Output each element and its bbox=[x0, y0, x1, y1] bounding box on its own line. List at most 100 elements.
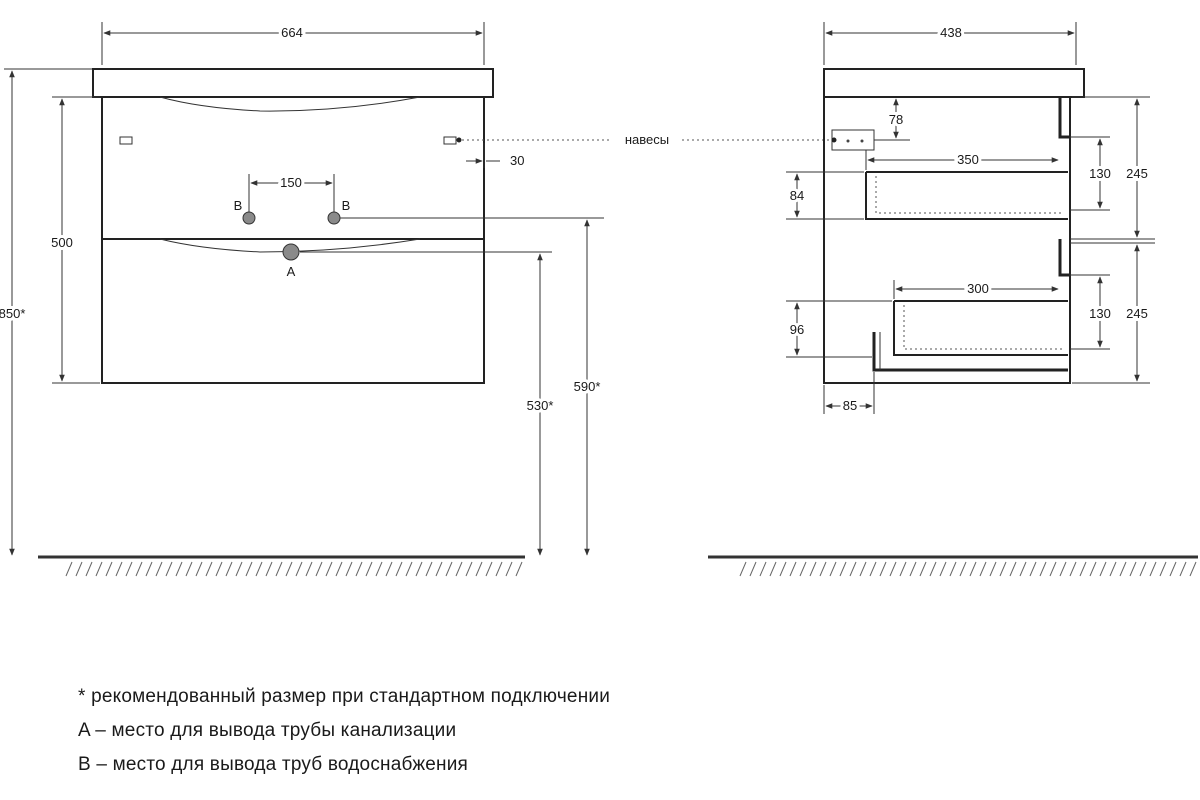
floor-hatch-stroke bbox=[769, 561, 777, 577]
dim-lower-inner-label: 130 bbox=[1089, 306, 1111, 321]
floor-hatch-stroke bbox=[749, 561, 757, 577]
dim-pipe-spacing-label: 150 bbox=[280, 175, 302, 190]
floor-hatch-stroke bbox=[1059, 561, 1067, 577]
floor-hatch-stroke bbox=[395, 561, 403, 577]
floor-hatch-stroke bbox=[435, 561, 443, 577]
floor-hatch-stroke bbox=[155, 561, 163, 577]
floor-hatch-stroke bbox=[1049, 561, 1057, 577]
side-view: 438 78 350 84 130 245 300 96 bbox=[708, 22, 1198, 577]
dim-upper-drawer-height-label: 84 bbox=[790, 188, 804, 203]
floor-hatch-stroke bbox=[999, 561, 1007, 577]
front-panel-upper bbox=[1058, 97, 1070, 139]
side-floor-hatch bbox=[739, 561, 1197, 577]
floor-hatch-stroke bbox=[495, 561, 503, 577]
floor-hatch-stroke bbox=[979, 561, 987, 577]
floor-hatch-stroke bbox=[799, 561, 807, 577]
floor-hatch-stroke bbox=[759, 561, 767, 577]
floor-hatch-stroke bbox=[405, 561, 413, 577]
floor-hatch-stroke bbox=[1099, 561, 1107, 577]
label-a: A bbox=[287, 264, 296, 279]
floor-hatch-stroke bbox=[355, 561, 363, 577]
floor-hatch-stroke bbox=[739, 561, 747, 577]
floor-hatch-stroke bbox=[879, 561, 887, 577]
dim-upper-drawer-depth-label: 350 bbox=[957, 152, 979, 167]
floor-hatch-stroke bbox=[95, 561, 103, 577]
floor-hatch-stroke bbox=[235, 561, 243, 577]
front-view: 664 500 850* 150 B B A 30 590* 530* bbox=[0, 22, 604, 577]
floor-hatch-stroke bbox=[869, 561, 877, 577]
floor-hatch-stroke bbox=[949, 561, 957, 577]
floor-hatch-stroke bbox=[859, 561, 867, 577]
floor-hatch-stroke bbox=[515, 561, 523, 577]
dim-depth-label: 438 bbox=[940, 25, 962, 40]
floor-hatch-stroke bbox=[1019, 561, 1027, 577]
floor-hatch-stroke bbox=[345, 561, 353, 577]
dim-drain-height-label: 530* bbox=[527, 398, 554, 413]
floor-hatch-stroke bbox=[365, 561, 373, 577]
floor-hatch-stroke bbox=[135, 561, 143, 577]
floor-hatch-stroke bbox=[295, 561, 303, 577]
floor-hatch-stroke bbox=[85, 561, 93, 577]
floor-hatch-stroke bbox=[1079, 561, 1087, 577]
hanger-label: навесы bbox=[625, 132, 669, 147]
floor-hatch-stroke bbox=[789, 561, 797, 577]
floor-hatch-stroke bbox=[969, 561, 977, 577]
dim-hanger-drop-label: 78 bbox=[889, 112, 903, 127]
side-cabinet-body bbox=[823, 97, 1071, 384]
floor-hatch-stroke bbox=[65, 561, 73, 577]
floor-hatch-stroke bbox=[475, 561, 483, 577]
floor-hatch-stroke bbox=[919, 561, 927, 577]
floor-hatch-stroke bbox=[275, 561, 283, 577]
floor-hatch-stroke bbox=[829, 561, 837, 577]
floor-hatch-stroke bbox=[375, 561, 383, 577]
floor-hatch-stroke bbox=[445, 561, 453, 577]
floor-hatch-stroke bbox=[455, 561, 463, 577]
floor-hatch-stroke bbox=[215, 561, 223, 577]
dim-lower-section-label: 245 bbox=[1126, 306, 1148, 321]
floor-hatch-stroke bbox=[1069, 561, 1077, 577]
floor-hatch-stroke bbox=[819, 561, 827, 577]
dim-upper-inner-label: 130 bbox=[1089, 166, 1111, 181]
floor-hatch-stroke bbox=[185, 561, 193, 577]
floor-hatch-stroke bbox=[325, 561, 333, 577]
lower-front-upright bbox=[872, 332, 1068, 372]
floor-hatch-stroke bbox=[105, 561, 113, 577]
floor-hatch-stroke bbox=[415, 561, 423, 577]
floor-hatch-stroke bbox=[849, 561, 857, 577]
floor-hatch-stroke bbox=[1129, 561, 1137, 577]
floor-hatch-stroke bbox=[989, 561, 997, 577]
floor-hatch-stroke bbox=[1159, 561, 1167, 577]
dim-width-label: 664 bbox=[281, 25, 303, 40]
floor-hatch-stroke bbox=[75, 561, 83, 577]
floor-hatch-stroke bbox=[145, 561, 153, 577]
floor-hatch-stroke bbox=[1119, 561, 1127, 577]
floor-hatch-stroke bbox=[1189, 561, 1197, 577]
dim-lower-drawer-height-label: 96 bbox=[790, 322, 804, 337]
label-b-left: B bbox=[234, 198, 243, 213]
floor-hatch-stroke bbox=[385, 561, 393, 577]
left-hanger-bracket bbox=[119, 136, 133, 145]
legend-notes: * рекомендованный размер при стандартном… bbox=[78, 680, 1078, 782]
floor-hatch-stroke bbox=[959, 561, 967, 577]
floor-hatch-stroke bbox=[889, 561, 897, 577]
floor-hatch-stroke bbox=[285, 561, 293, 577]
floor-hatch-stroke bbox=[929, 561, 937, 577]
floor-hatch-stroke bbox=[939, 561, 947, 577]
floor-hatch-stroke bbox=[305, 561, 313, 577]
floor-hatch-stroke bbox=[225, 561, 233, 577]
note-recommended: * рекомендованный размер при стандартном… bbox=[78, 686, 611, 707]
side-countertop bbox=[823, 68, 1085, 98]
floor-hatch-stroke bbox=[1029, 561, 1037, 577]
dim-supply-height-label: 590* bbox=[574, 379, 601, 394]
floor-hatch-stroke bbox=[1139, 561, 1147, 577]
floor-hatch-stroke bbox=[1109, 561, 1117, 577]
dim-lower-drawer-depth-label: 300 bbox=[967, 281, 989, 296]
upper-drawer-inner bbox=[875, 176, 1064, 214]
lower-drawer-inner bbox=[903, 305, 1064, 350]
floor-hatch-stroke bbox=[1089, 561, 1097, 577]
floor-hatch-stroke bbox=[1149, 561, 1157, 577]
front-countertop bbox=[92, 68, 494, 98]
note-drain: A – место для вывода трубы канализации bbox=[78, 720, 457, 741]
floor-hatch-stroke bbox=[1179, 561, 1187, 577]
side-hanger-point bbox=[831, 137, 837, 143]
